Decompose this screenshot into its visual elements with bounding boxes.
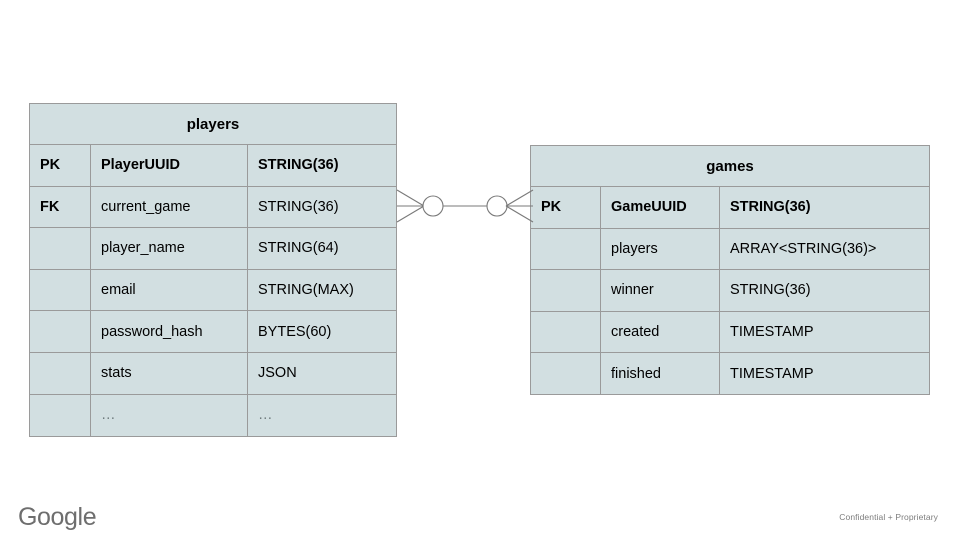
row-type: ARRAY<STRING(36)> [730, 240, 877, 257]
table-row[interactable]: FK current_game STRING(36) [30, 186, 396, 229]
entity-games[interactable]: games PK GameUUID STRING(36) players ARR… [530, 145, 930, 395]
row-key: PK [531, 187, 601, 228]
row-name: winner [601, 270, 720, 311]
row-key [531, 353, 601, 395]
row-type: TIMESTAMP [730, 324, 814, 341]
row-name: … [91, 394, 248, 437]
table-row[interactable]: players ARRAY<STRING(36)> [531, 228, 929, 271]
row-name: created [601, 311, 720, 353]
row-type: STRING(36) [730, 199, 811, 216]
row-type: … [258, 407, 274, 424]
table-row[interactable]: finished TIMESTAMP [531, 353, 929, 395]
table-row[interactable]: PK PlayerUUID STRING(36) [30, 145, 396, 187]
row-type: STRING(36) [258, 157, 339, 174]
row-type: STRING(36) [730, 282, 811, 299]
row-key [30, 311, 91, 352]
row-type: STRING(MAX) [258, 282, 354, 299]
optionality-circle-left [422, 195, 444, 217]
table-row[interactable]: winner STRING(36) [531, 270, 929, 312]
table-row[interactable]: PK GameUUID STRING(36) [531, 187, 929, 229]
row-name: PlayerUUID [91, 145, 248, 186]
optionality-circle-right [486, 195, 508, 217]
row-key [531, 270, 601, 311]
crows-foot-right [505, 189, 534, 223]
row-key [531, 228, 601, 270]
table-row[interactable]: stats JSON [30, 352, 396, 395]
row-name: finished [601, 353, 720, 395]
google-logo: Google [18, 503, 97, 531]
row-name: email [91, 269, 248, 311]
crows-foot-left [396, 189, 425, 223]
row-key [30, 352, 91, 394]
row-key [30, 394, 91, 437]
entity-players-title: players [30, 104, 396, 145]
row-type: TIMESTAMP [730, 366, 814, 383]
row-key [531, 311, 601, 353]
row-key: PK [30, 145, 91, 186]
row-type: JSON [258, 365, 297, 382]
confidentiality-note: Confidential + Proprietary [839, 512, 938, 522]
table-row[interactable]: created TIMESTAMP [531, 311, 929, 354]
row-key: FK [30, 186, 91, 228]
relationship-connector[interactable] [390, 178, 540, 234]
row-type: STRING(64) [258, 240, 339, 257]
row-name: GameUUID [601, 187, 720, 228]
table-row[interactable]: password_hash BYTES(60) [30, 311, 396, 353]
row-name: stats [91, 352, 248, 394]
table-row[interactable]: … … [30, 394, 396, 437]
row-type: BYTES(60) [258, 323, 332, 340]
table-row[interactable]: email STRING(MAX) [30, 269, 396, 312]
row-name: player_name [91, 228, 248, 269]
row-name: password_hash [91, 311, 248, 352]
entity-games-title: games [531, 146, 929, 187]
row-key [30, 269, 91, 311]
entity-players[interactable]: players PK PlayerUUID STRING(36) FK curr… [29, 103, 397, 437]
table-row[interactable]: player_name STRING(64) [30, 228, 396, 270]
row-name: current_game [91, 186, 248, 228]
row-name: players [601, 228, 720, 270]
row-type: STRING(36) [258, 198, 339, 215]
row-key [30, 228, 91, 269]
